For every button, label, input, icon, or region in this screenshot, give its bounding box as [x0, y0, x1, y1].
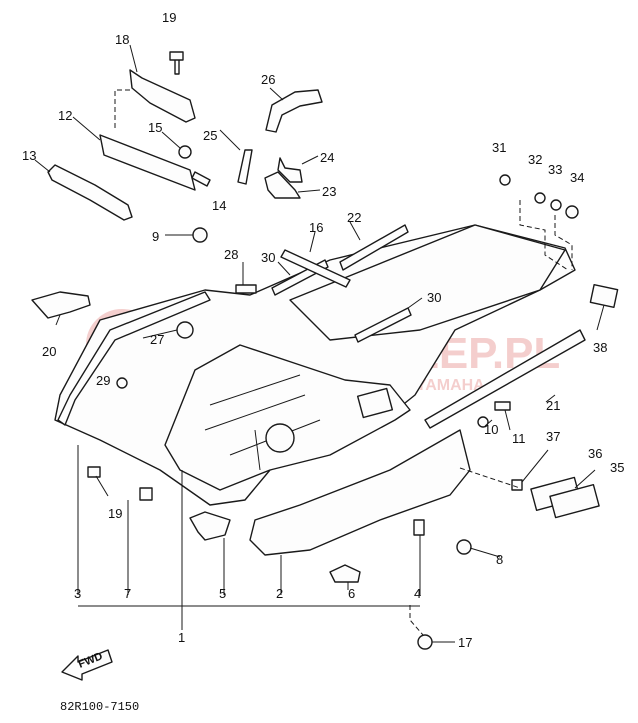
plug-7 [139, 487, 153, 501]
washer-32 [534, 192, 546, 204]
callout-30-right: 30 [427, 290, 441, 305]
callout-30-left: 30 [261, 250, 275, 265]
top-deck [289, 224, 566, 341]
callout-9: 9 [152, 229, 159, 244]
bolt-11 [494, 401, 511, 411]
inner-frame [164, 344, 411, 491]
callout-25: 25 [203, 128, 217, 143]
bolt-31 [499, 174, 511, 186]
bar-16 [280, 249, 351, 288]
callout-34: 34 [570, 170, 584, 185]
callout-14: 14 [212, 198, 226, 213]
callout-17: 17 [458, 635, 472, 650]
nut-9 [192, 227, 208, 243]
callout-13: 13 [22, 148, 36, 163]
nut-37 [511, 479, 523, 491]
callout-35: 35 [610, 460, 624, 475]
callout-labels: 1 2 3 4 5 6 7 8 9 10 11 12 13 14 15 16 1… [22, 10, 624, 650]
guide-31-38 [519, 200, 569, 271]
callout-12: 12 [58, 108, 72, 123]
handle-13 [47, 164, 133, 221]
washer-33 [550, 199, 562, 211]
strip-21 [424, 329, 586, 429]
diagram-code: 82R100-7150 [60, 700, 139, 714]
callout-22: 22 [347, 210, 361, 225]
callout-8: 8 [496, 552, 503, 567]
bracket-18 [129, 69, 196, 123]
plate-12 [99, 134, 196, 191]
callout-37: 37 [546, 429, 560, 444]
guide-right-plates [459, 467, 521, 489]
rod-25 [237, 149, 253, 185]
bolt-19-top [169, 51, 184, 75]
grommet-27 [176, 321, 194, 339]
bracket-23 [264, 171, 301, 199]
callout-33: 33 [548, 162, 562, 177]
callout-26: 26 [261, 72, 275, 87]
callout-24: 24 [320, 150, 334, 165]
callout-38: 38 [593, 340, 607, 355]
washer-29 [116, 377, 128, 389]
callout-2: 2 [276, 586, 283, 601]
callout-3: 3 [74, 586, 81, 601]
hook-26 [265, 89, 323, 133]
callout-23: 23 [322, 184, 336, 199]
guide-18-13 [114, 89, 130, 130]
frame-bracket [356, 387, 394, 419]
nut-34 [565, 205, 579, 219]
nut-15 [178, 145, 192, 159]
bolt-19-bottom [87, 466, 101, 478]
callout-29: 29 [96, 373, 110, 388]
callout-6: 6 [348, 586, 355, 601]
callout-32: 32 [528, 152, 542, 167]
callout-20: 20 [42, 344, 56, 359]
callout-15: 15 [148, 120, 162, 135]
clamp-6 [329, 564, 361, 583]
bar-22 [339, 224, 409, 271]
callout-28: 28 [224, 247, 238, 262]
grommet-8 [456, 539, 472, 555]
grommet-17 [417, 634, 433, 650]
tag-14 [191, 171, 211, 187]
guide-33-38 [554, 215, 573, 270]
side-cover [249, 429, 471, 556]
washer-10 [477, 416, 489, 428]
bar-30-right [354, 307, 412, 343]
inner-frame-rib [204, 374, 321, 471]
callout-27: 27 [150, 332, 164, 347]
bolt-4 [413, 519, 425, 536]
callout-16: 16 [309, 220, 323, 235]
pad-20 [31, 291, 91, 319]
fwd-arrow-icon: FWD [61, 649, 113, 681]
callout-36: 36 [588, 446, 602, 461]
callout-5: 5 [219, 586, 226, 601]
callout-4: 4 [414, 586, 421, 601]
plate-35 [549, 483, 600, 519]
side-rail-left [57, 291, 211, 426]
frame-opening [265, 423, 295, 453]
pad-28 [235, 284, 257, 294]
callout-11: 11 [512, 431, 526, 446]
callout-19-bottom: 19 [108, 506, 122, 521]
callout-31: 31 [492, 140, 506, 155]
callout-18: 18 [115, 32, 129, 47]
callout-19-top: 19 [162, 10, 176, 25]
leader-lines [34, 44, 605, 643]
guide-bottom [409, 605, 424, 636]
cover-38 [589, 284, 619, 308]
clip-24 [277, 157, 303, 183]
callout-21: 21 [546, 398, 560, 413]
bracket-5 [189, 511, 231, 541]
callout-7: 7 [124, 586, 131, 601]
callout-10: 10 [484, 422, 498, 437]
callout-1: 1 [178, 630, 185, 645]
